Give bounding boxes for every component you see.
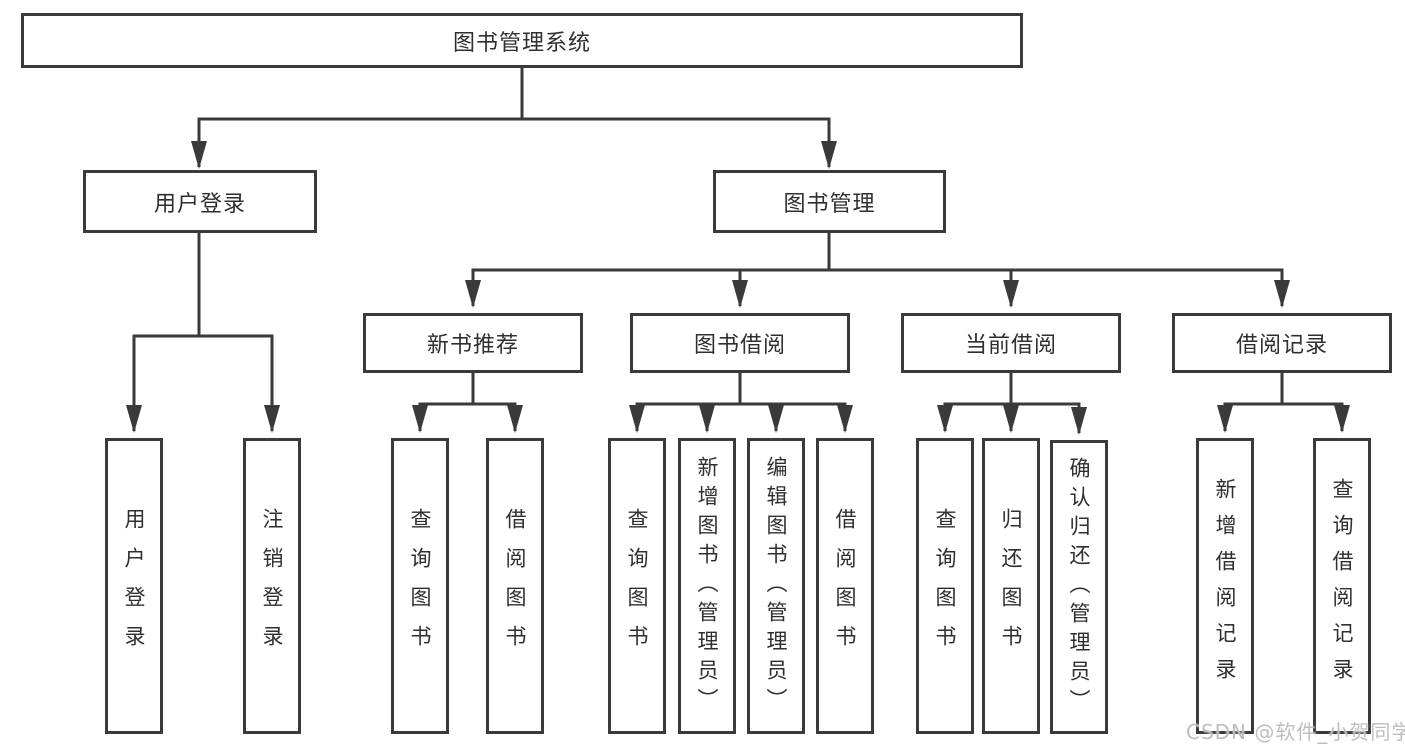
node-leaf-confirm-return-admin: 确认归还（管理员）: [1050, 440, 1108, 734]
node-label: 借阅图书: [833, 508, 857, 664]
node-leaf-add-books-admin: 新增图书（管理员）: [678, 438, 736, 734]
node-book-management: 图书管理: [713, 170, 946, 233]
node-label: 查询借阅记录: [1330, 478, 1354, 694]
node-leaf-add-borrow-record: 新增借阅记录: [1196, 438, 1254, 734]
node-label: 新增借阅记录: [1213, 478, 1237, 694]
node-label: 编辑图书（管理员）: [764, 455, 788, 717]
node-book-borrowing: 图书借阅: [630, 313, 850, 373]
node-label: 归还图书: [999, 508, 1023, 664]
node-label: 注销登录: [260, 508, 284, 664]
node-leaf-query-borrow-record: 查询借阅记录: [1313, 438, 1371, 734]
node-label: 图书借阅: [693, 333, 786, 358]
node-current-borrowing: 当前借阅: [901, 313, 1121, 373]
node-label: 当前借阅: [964, 333, 1057, 358]
node-label: 借阅图书: [503, 508, 527, 664]
node-leaf-borrow-books-borrowing: 借阅图书: [816, 438, 874, 734]
csdn-watermark: CSDN @软件_小贺同学: [1186, 720, 1405, 744]
node-label: 查询图书: [625, 508, 649, 664]
node-leaf-user-login: 用户登录: [105, 438, 163, 734]
node-label: 新书推荐: [426, 333, 519, 358]
node-leaf-logout: 注销登录: [243, 438, 301, 734]
node-label: 图书管理系统: [452, 30, 591, 56]
node-label: 用户登录: [153, 191, 246, 217]
node-leaf-borrow-books-recommend: 借阅图书: [486, 438, 544, 734]
node-label: 借阅记录: [1235, 333, 1328, 358]
node-label: 图书管理: [783, 191, 876, 217]
node-new-book-recommend: 新书推荐: [363, 313, 583, 373]
node-label: 确认归还（管理员）: [1067, 456, 1091, 718]
node-borrowing-records: 借阅记录: [1172, 313, 1392, 373]
node-user-login: 用户登录: [83, 170, 317, 233]
node-leaf-query-books-recommend: 查询图书: [391, 438, 449, 734]
node-label: 新增图书（管理员）: [695, 455, 719, 717]
node-label: 查询图书: [408, 508, 432, 664]
node-leaf-return-books: 归还图书: [982, 438, 1040, 734]
node-leaf-query-books-borrowing: 查询图书: [608, 438, 666, 734]
node-system-root: 图书管理系统: [21, 13, 1023, 68]
node-leaf-query-books-current: 查询图书: [916, 438, 974, 734]
node-label: 查询图书: [933, 508, 957, 664]
node-leaf-edit-books-admin: 编辑图书（管理员）: [747, 438, 805, 734]
node-label: 用户登录: [122, 508, 146, 664]
